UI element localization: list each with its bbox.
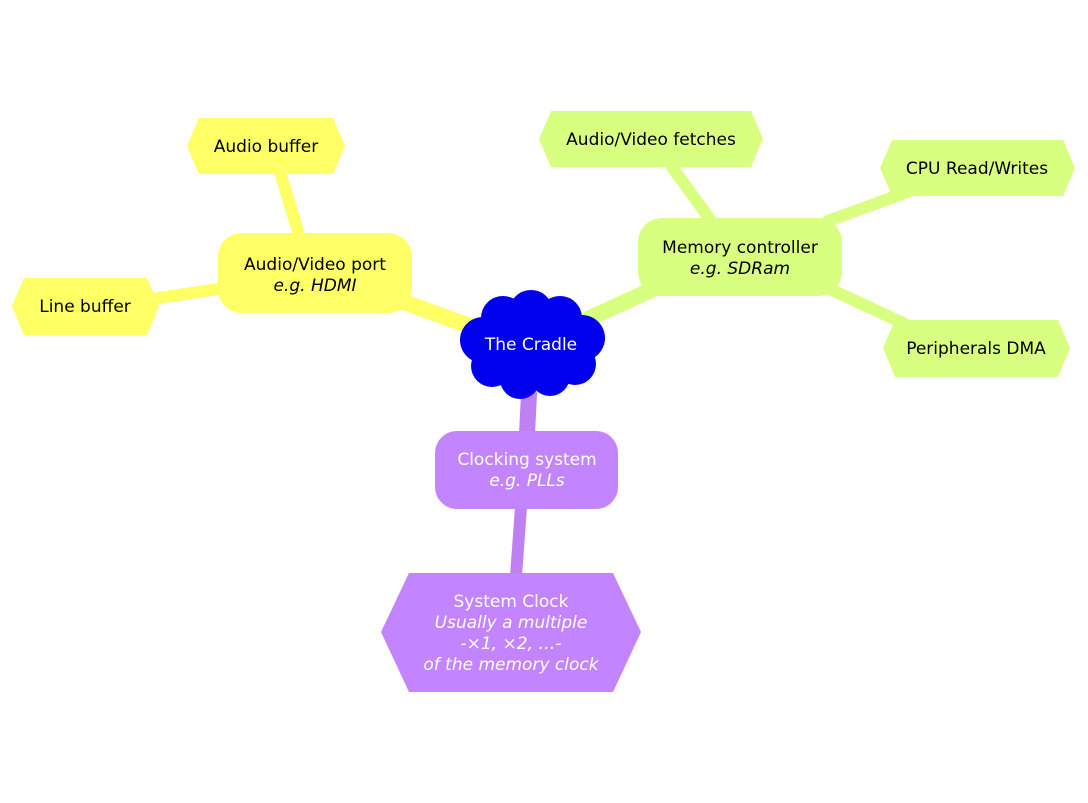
root-node[interactable]: The Cradle [460, 290, 605, 399]
edge-memory-dma [826, 284, 911, 330]
cpu-rw-node[interactable]: CPU Read/Writes [880, 140, 1075, 196]
memory-controller-example: e.g. SDRam [690, 259, 790, 279]
clocking-system-shape [435, 431, 618, 509]
line-buffer-label: Line buffer [39, 297, 131, 317]
audio-buffer-node[interactable]: Audio buffer [187, 118, 345, 174]
system-clock-title: System Clock [454, 592, 569, 612]
edge-root-clocking [519, 386, 537, 442]
av-fetches-shape [539, 111, 763, 167]
clocking-system-node[interactable]: Clocking system e.g. PLLs [435, 431, 618, 509]
cpu-rw-shape [880, 140, 1075, 196]
system-clock-note-line1: Usually a multiple [435, 613, 588, 633]
clocking-system-title: Clocking system [457, 450, 596, 470]
root-cloud-shape [460, 290, 605, 399]
edge-clocking-system-clock [510, 501, 527, 582]
system-clock-note-line3: of the memory clock [423, 655, 599, 675]
connectors [152, 161, 924, 582]
system-clock-note-line2: -×1, ×2, …- [460, 634, 561, 654]
cpu-rw-label: CPU Read/Writes [906, 159, 1048, 179]
edge-av-port-line-buffer [152, 282, 231, 304]
peripherals-dma-node[interactable]: Peripherals DMA [883, 320, 1070, 377]
peripherals-dma-label: Peripherals DMA [906, 339, 1046, 359]
audio-buffer-label: Audio buffer [214, 137, 318, 157]
memory-controller-node[interactable]: Memory controller e.g. SDRam [638, 218, 842, 296]
memory-controller-title: Memory controller [662, 238, 818, 258]
audio-video-port-node[interactable]: Audio/Video port e.g. HDMI [218, 233, 412, 313]
peripherals-dma-shape [883, 320, 1070, 377]
root-label: The Cradle [484, 335, 577, 355]
audio-video-port-shape [218, 233, 412, 313]
line-buffer-node[interactable]: Line buffer [12, 278, 159, 335]
audio-video-port-example: e.g. HDMI [273, 276, 356, 296]
av-fetches-node[interactable]: Audio/Video fetches [539, 111, 763, 167]
edge-root-av-port [390, 292, 478, 334]
system-clock-node[interactable]: System Clock Usually a multiple -×1, ×2,… [381, 573, 641, 692]
clocking-system-example: e.g. PLLs [489, 471, 565, 491]
edge-memory-av-fetches [666, 161, 718, 228]
audio-video-port-title: Audio/Video port [244, 255, 386, 275]
edge-av-port-audio-buffer [274, 166, 306, 244]
av-fetches-label: Audio/Video fetches [566, 130, 736, 150]
line-buffer-shape [12, 278, 159, 335]
audio-buffer-shape [187, 118, 345, 174]
system-clock-shape [381, 573, 641, 692]
memory-controller-shape [638, 218, 842, 296]
